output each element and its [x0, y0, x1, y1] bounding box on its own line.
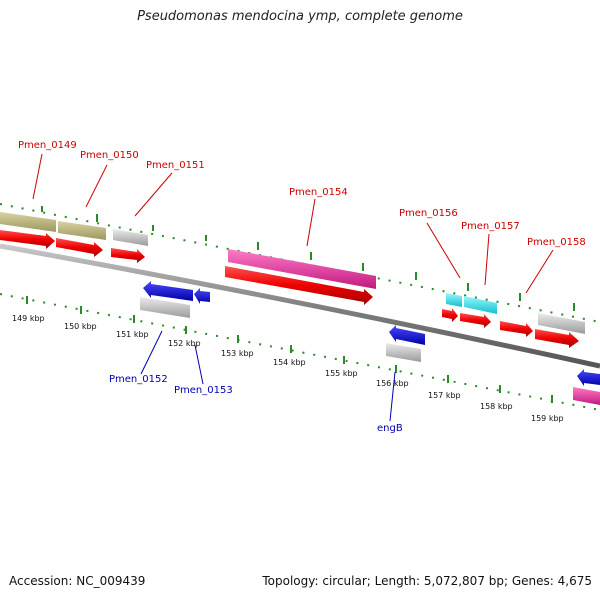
gene-label-pmen0156: Pmen_0156	[399, 208, 458, 219]
scale-tick-label: 152 kbp	[168, 339, 201, 348]
reverse-genes	[140, 281, 600, 405]
gene-box-pmen0157	[464, 296, 497, 314]
gene-label-pmen0157: Pmen_0157	[461, 221, 520, 232]
gene-label-pmen0152: Pmen_0152	[109, 374, 168, 385]
gene-arrow-pmen0149	[0, 230, 55, 249]
genome-info-text: Topology: circular; Length: 5,072,807 bp…	[262, 574, 592, 588]
scale-tick-label: 157 kbp	[428, 391, 461, 400]
gene-label-pmen0149: Pmen_0149	[18, 140, 77, 151]
gene-arrow-pmen0153	[194, 288, 210, 304]
scale-tick-label: 149 kbp	[12, 314, 45, 323]
gene-label-pmen0151: Pmen_0151	[146, 160, 205, 171]
gene-arrow-pmen0156	[442, 308, 458, 322]
scale-tick-label: 158 kbp	[480, 402, 513, 411]
gene-arrow-pmen0154	[225, 266, 373, 305]
gene-label-pmen0154: Pmen_0154	[289, 187, 348, 198]
scale-tick-label: 150 kbp	[64, 322, 97, 331]
gene-box-pmen0149-a	[0, 212, 56, 232]
forward-genes	[0, 212, 585, 348]
gene-box-pmen0152	[140, 297, 190, 318]
gene-box-pmen0156	[446, 293, 462, 307]
map-title: Pseudomonas mendocina ymp, complete geno…	[137, 9, 463, 24]
gene-box-pmen0158	[538, 313, 585, 334]
gene-box-edge-magenta	[573, 387, 600, 405]
gene-label-pmen0158: Pmen_0158	[527, 237, 586, 248]
gene-arrow-pmen0152	[143, 281, 193, 301]
top-label-pointers	[32, 153, 554, 294]
gene-arrow-pmen0150	[56, 238, 103, 257]
gene-label-engb: engB	[377, 423, 403, 434]
gene-arrow-engb	[389, 325, 425, 345]
gene-arrow-pmen0151	[111, 248, 145, 263]
scale-tick-label: 151 kbp	[116, 330, 149, 339]
scale-tick-label: 155 kbp	[325, 369, 358, 378]
scale-tick-label: 154 kbp	[273, 358, 306, 367]
accession-text: Accession: NC_009439	[9, 574, 146, 588]
gene-label-pmen0153: Pmen_0153	[174, 385, 233, 396]
bottom-ruler	[0, 293, 600, 411]
scale-tick-label: 156 kbp	[376, 379, 409, 388]
gene-arrow-pmen0157b	[500, 321, 533, 337]
gene-label-pmen0150: Pmen_0150	[80, 150, 139, 161]
gene-arrow-pmen0157	[460, 313, 491, 328]
gene-arrow-pmen0158	[535, 329, 579, 348]
gene-box-pmen0154	[228, 249, 376, 289]
scale-tick-label: 153 kbp	[221, 349, 254, 358]
ruler-ticks	[26, 206, 575, 403]
gene-box-pmen0150-a	[58, 221, 106, 240]
bottom-label-pointers	[140, 330, 396, 422]
scale-tick-label: 159 kbp	[531, 414, 564, 423]
gene-arrow-edge-blue	[577, 369, 600, 386]
genome-backbone	[0, 243, 600, 369]
gene-box-engb	[386, 343, 421, 362]
gene-box-pmen0151-a	[113, 229, 148, 246]
